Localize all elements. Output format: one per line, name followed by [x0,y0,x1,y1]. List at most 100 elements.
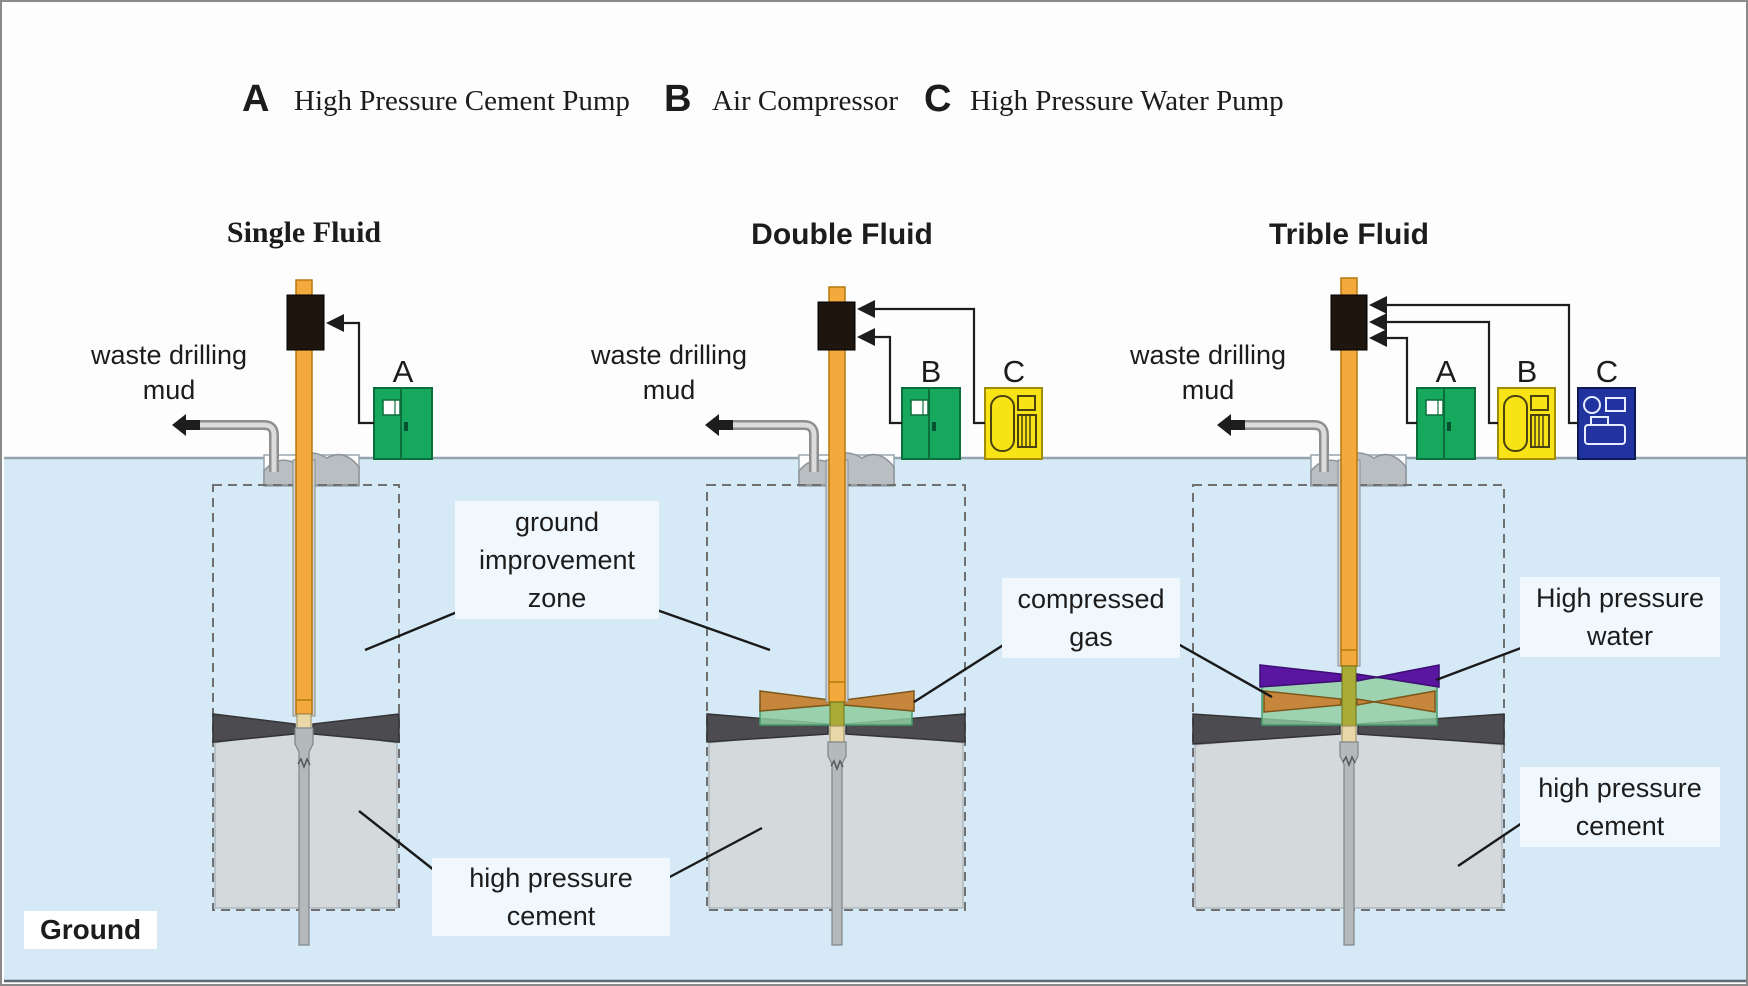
cement-pump-body [1416,387,1476,460]
compressor-grille [1530,414,1550,448]
compressor-box [1017,395,1036,411]
legend-key-a: A [242,78,270,120]
hose-lines [344,303,1578,425]
gas-line2: gas [1069,622,1113,652]
double-machine-b [901,387,961,460]
single-nozzle-tip [296,713,312,729]
compressor-box [1530,395,1549,411]
triple-waste-line2: mud [1181,374,1235,405]
water-line2: water [1586,621,1654,651]
cabinet-handle [932,422,936,431]
gas-leader-left [913,633,1020,704]
compressor-grille-lines [1534,415,1544,447]
triple-nozzle-mixing-segment [1341,665,1357,727]
double-monitor-rod [827,741,847,946]
legend-label-c: High Pressure Water Pump [970,85,1284,117]
water-pump-box [1605,397,1626,412]
triple-hose-b [1386,320,1498,425]
giz-line3: zone [527,583,587,614]
hose-arrowheads [326,296,1387,347]
high-pressure-water-label: High pressure water [1520,577,1720,657]
cement-pump-body [901,387,961,460]
cement-left-line1: high pressure [469,862,633,893]
triple-machine-a [1416,387,1476,460]
double-machine-c [984,387,1043,460]
cement-right-line2: cement [1575,811,1665,841]
double-rod-break-mark [830,759,844,772]
double-nozzle-mixing-segment [829,701,845,727]
double-hose-arrowhead-c [857,300,875,318]
ground-improvement-zone-label: ground improvement zone [455,501,659,619]
cabinet-window [382,399,401,416]
high-pressure-cement-right-label: high pressure cement [1520,767,1720,847]
single-waste-pipe-inner [200,422,277,472]
compressor-tank [990,395,1015,452]
ground-label: Ground [24,911,157,949]
water-line1: High pressure [1535,582,1705,613]
triple-machine-c-key: C [1595,354,1619,389]
high-pressure-cement-left-label: high pressure cement [432,858,670,936]
cabinet-handle [404,422,408,431]
triple-waste-pipe-inner2 [1245,422,1327,472]
single-waste-arrow [172,414,200,436]
single-hose-arrowhead [326,314,344,332]
triple-monitor-rod [1339,741,1359,946]
compressor-tank [1503,395,1528,452]
gas-line1: compressed [1017,583,1165,614]
compressor-grille [1017,414,1037,448]
single-swivel-block [286,294,325,351]
title-trible-fluid: Trible Fluid [1268,218,1429,251]
single-machine-a-key: A [392,354,414,389]
single-machine-a [373,387,433,460]
legend-key-b: B [664,78,692,120]
waste-pipes [172,414,1329,472]
giz-line2: improvement [478,544,636,575]
cement-pump-body [373,387,433,460]
cabinet-window [1425,399,1444,416]
cabinet-window [910,399,929,416]
single-rod-break-mark [297,757,311,770]
triple-machine-a-key: A [1435,354,1457,389]
triple-waste-line1: waste drilling [1129,340,1287,370]
triple-machine-c [1577,387,1636,460]
triple-nozzle-tip [1341,725,1357,743]
double-waste-label: waste drilling mud [549,338,789,407]
triple-hose-arrowhead-a [1369,329,1387,347]
single-waste-line1: waste drilling [90,340,248,370]
cabinet-handle [1447,422,1451,431]
triple-gas-jet-right [1356,690,1436,713]
cement-left-line2: cement [506,901,596,931]
title-single-fluid: Single Fluid [226,216,382,249]
legend-label-a: High Pressure Cement Pump [294,85,630,117]
double-waste-line2: mud [642,374,696,405]
legend-key-c: C [924,78,952,120]
cement-left-leader-1 [358,810,440,875]
triple-machine-b-key: B [1516,354,1538,389]
double-machine-b-key: B [920,354,942,389]
cement-left-leader-2 [663,826,763,882]
single-hose-a [344,321,374,425]
double-waste-line1: waste drilling [590,340,748,370]
triple-hose-c [1386,303,1578,425]
cement-right-leader [1457,822,1523,867]
single-monitor-rod [294,727,314,946]
double-machine-c-key: C [1002,354,1026,389]
single-waste-line2: mud [142,374,196,405]
compressed-gas-label: compressed gas [1002,578,1180,658]
triple-waste-label: waste drilling mud [1088,338,1328,407]
triple-machine-b [1497,387,1556,460]
triple-hose-arrowhead-c [1369,296,1387,314]
giz-line1: ground [514,506,600,537]
legend-label-b: Air Compressor [712,85,899,117]
double-waste-arrow [705,414,733,436]
gas-leader-right [1161,633,1273,699]
compressor-grille-lines [1021,415,1031,447]
double-hose-b [875,335,902,425]
title-double-fluid: Double Fluid [751,218,933,251]
triple-hose-a [1386,336,1417,425]
triple-water-jet-left [1259,664,1342,688]
double-nozzle-tip [829,725,845,743]
water-pump-dial [1583,396,1601,414]
